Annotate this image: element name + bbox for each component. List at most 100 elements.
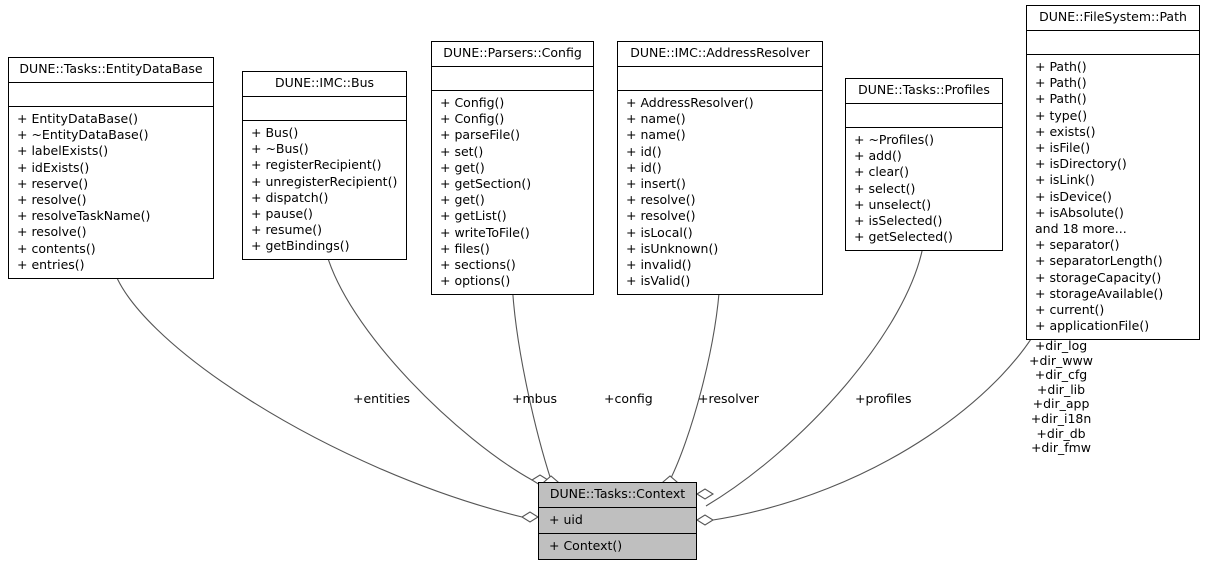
class-member: + Context() <box>549 538 623 554</box>
class-member: + dispatch() <box>251 189 329 205</box>
edge-entities <box>111 263 523 518</box>
class-member: + getBindings() <box>251 238 350 254</box>
class-member: + Bus() <box>251 125 299 140</box>
edge-label-dir-line: +dir_fmw <box>1030 440 1092 456</box>
edge-config <box>511 279 552 481</box>
diamond-profiles <box>695 488 715 500</box>
class-member: + ~Bus() <box>251 141 309 157</box>
class-member: + get() <box>440 192 485 208</box>
class-member: + Path() <box>1035 91 1087 107</box>
class-attributes <box>1027 31 1199 55</box>
class-member: + separatorLength() <box>1035 253 1163 269</box>
class-member: + Path() <box>1035 75 1087 91</box>
class-member: + current() <box>1035 302 1105 318</box>
class-member: + isSelected() <box>854 213 943 229</box>
class-member: + getSection() <box>440 176 532 192</box>
class-attributes <box>432 67 593 91</box>
class-member: + isAbsolute() <box>1035 204 1124 220</box>
class-member: + ~Profiles() <box>854 132 935 147</box>
class-member: + storageCapacity() <box>1035 269 1162 285</box>
class-member: + options() <box>440 273 511 289</box>
class-title: DUNE::IMC::AddressResolver <box>618 42 822 67</box>
class-member: + resolve() <box>626 192 696 208</box>
class-member: + reserve() <box>17 175 89 191</box>
class-operations: + Context() <box>539 533 696 559</box>
class-member: + isUnknown() <box>626 240 719 256</box>
class-operations: + ~Profiles() + add() + clear() + select… <box>846 128 1002 250</box>
edge-label-entities: +entities <box>353 391 411 406</box>
class-member: + id() <box>626 143 662 159</box>
class-member: + labelExists() <box>17 143 109 159</box>
class-member: + parseFile() <box>440 127 521 143</box>
class-member: + unselect() <box>854 196 932 212</box>
class-title: DUNE::Tasks::EntityDataBase <box>9 58 213 83</box>
edge-label-profiles: +profiles <box>855 391 912 406</box>
class-member: + isLocal() <box>626 224 693 240</box>
class-member: + writeToFile() <box>440 224 530 240</box>
class-member: + registerRecipient() <box>251 157 382 173</box>
class-box-entitydatabase[interactable]: DUNE::Tasks::EntityDataBase + EntityData… <box>8 57 214 279</box>
class-member: + resolve() <box>17 192 87 208</box>
class-operations: + AddressResolver() + name() + name() + … <box>618 91 822 294</box>
class-member: + idExists() <box>17 159 90 175</box>
edge-label-dir-line: +dir_lib <box>1036 381 1086 397</box>
class-member: + AddressResolver() <box>626 95 754 110</box>
class-member: + resume() <box>251 222 323 238</box>
class-operations: + Bus() + ~Bus() + registerRecipient() +… <box>243 121 406 260</box>
edge-label-resolver: +resolver <box>698 391 759 406</box>
class-member: + getSelected() <box>854 229 953 245</box>
class-member: + entries() <box>17 256 85 272</box>
class-member: + add() <box>854 148 902 164</box>
class-member: + separator() <box>1035 237 1120 253</box>
class-title: DUNE::Tasks::Context <box>539 483 696 508</box>
edge-label-dir-line: +dir_app <box>1032 396 1090 412</box>
edge-label-config: +config <box>604 391 653 406</box>
class-member: + pause() <box>251 206 313 222</box>
class-member: + unregisterRecipient() <box>251 173 398 189</box>
class-box-path[interactable]: DUNE::FileSystem::Path + Path() + Path()… <box>1026 5 1200 340</box>
class-member: + isLink() <box>1035 172 1095 188</box>
class-member: + exists() <box>1035 123 1096 139</box>
class-attributes <box>243 97 406 121</box>
class-member: + name() <box>626 111 686 127</box>
class-member: + resolve() <box>626 208 696 224</box>
class-member: + applicationFile() <box>1035 318 1150 334</box>
class-member: + name() <box>626 127 686 143</box>
class-member: + files() <box>440 240 490 256</box>
edge-dirs <box>706 315 1045 522</box>
class-member: + isDevice() <box>1035 188 1112 204</box>
class-member: + Config() <box>440 95 505 110</box>
class-member: + EntityDataBase() <box>17 111 138 126</box>
edge-label-dir-line: +dir_cfg <box>1034 367 1088 383</box>
class-box-bus[interactable]: DUNE::IMC::Bus + Bus() + ~Bus() + regist… <box>242 71 407 261</box>
class-member: + uid <box>549 512 583 527</box>
class-box-addressresolver[interactable]: DUNE::IMC::AddressResolver + AddressReso… <box>617 41 823 295</box>
class-title: DUNE::Parsers::Config <box>432 42 593 67</box>
class-attributes <box>9 83 213 107</box>
class-member: + select() <box>854 180 916 196</box>
diamond-dirs <box>695 514 715 526</box>
edge-resolver <box>669 279 721 481</box>
class-member: + id() <box>626 159 662 175</box>
class-box-config[interactable]: DUNE::Parsers::Config + Config() + Confi… <box>431 41 594 295</box>
class-title: DUNE::FileSystem::Path <box>1027 6 1199 31</box>
class-member: + insert() <box>626 176 686 192</box>
class-member: + clear() <box>854 164 910 180</box>
class-attributes <box>846 104 1002 128</box>
class-operations: + Config() + Config() + parseFile() + se… <box>432 91 593 294</box>
class-box-context[interactable]: DUNE::Tasks::Context + uid + Context() <box>538 482 697 560</box>
class-operations: + Path() + Path() + Path() + type() + ex… <box>1027 55 1199 339</box>
edge-label-dir-line: +dir_www <box>1029 352 1093 368</box>
class-member: + invalid() <box>626 257 692 273</box>
class-member: + Path() <box>1035 59 1087 74</box>
class-box-profiles[interactable]: DUNE::Tasks::Profiles + ~Profiles() + ad… <box>845 78 1003 251</box>
edge-label-dir-line: +dir_i18n <box>1030 410 1092 426</box>
class-member: + resolveTaskName() <box>17 208 151 224</box>
class-attributes <box>618 67 822 91</box>
class-member: + type() <box>1035 107 1088 123</box>
class-member: + ~EntityDataBase() <box>17 127 149 143</box>
class-member: + sections() <box>440 257 516 273</box>
class-member: + set() <box>440 143 484 159</box>
class-member: + isFile() <box>1035 140 1091 156</box>
class-member: + contents() <box>17 240 96 256</box>
